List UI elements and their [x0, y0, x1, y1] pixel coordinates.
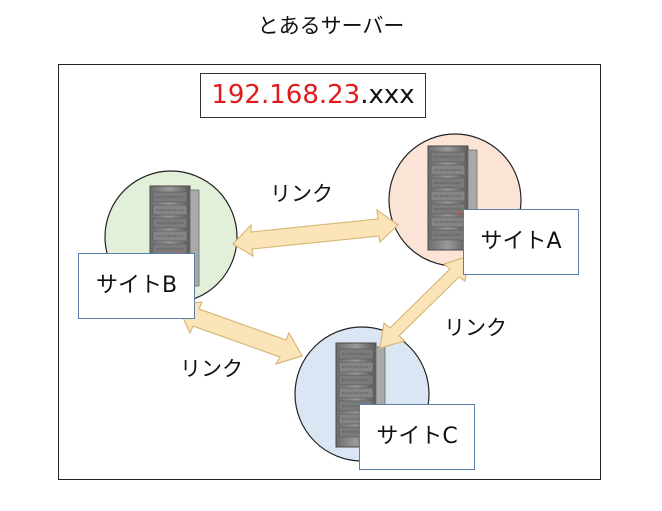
link-arrow-b-a: [232, 208, 399, 258]
site-a-label-box: サイトA: [463, 209, 579, 275]
link-label-b-c: リンク: [180, 357, 243, 381]
link-label-b-a: リンク: [270, 182, 333, 206]
ip-network-part: 192.168.23: [211, 80, 361, 110]
ip-host-part: .xxx: [360, 80, 415, 110]
link-arrow-b-c: [176, 301, 303, 366]
ip-address-box: 192.168.23.xxx: [200, 73, 426, 118]
site-c-label-box: サイトC: [359, 404, 475, 470]
link-label-a-c: リンク: [444, 316, 507, 340]
site-b-label-box: サイトB: [78, 253, 195, 319]
server-frame: [58, 64, 601, 480]
link-arrow-a-c: [379, 255, 470, 349]
diagram-title: とあるサーバー: [257, 14, 405, 38]
